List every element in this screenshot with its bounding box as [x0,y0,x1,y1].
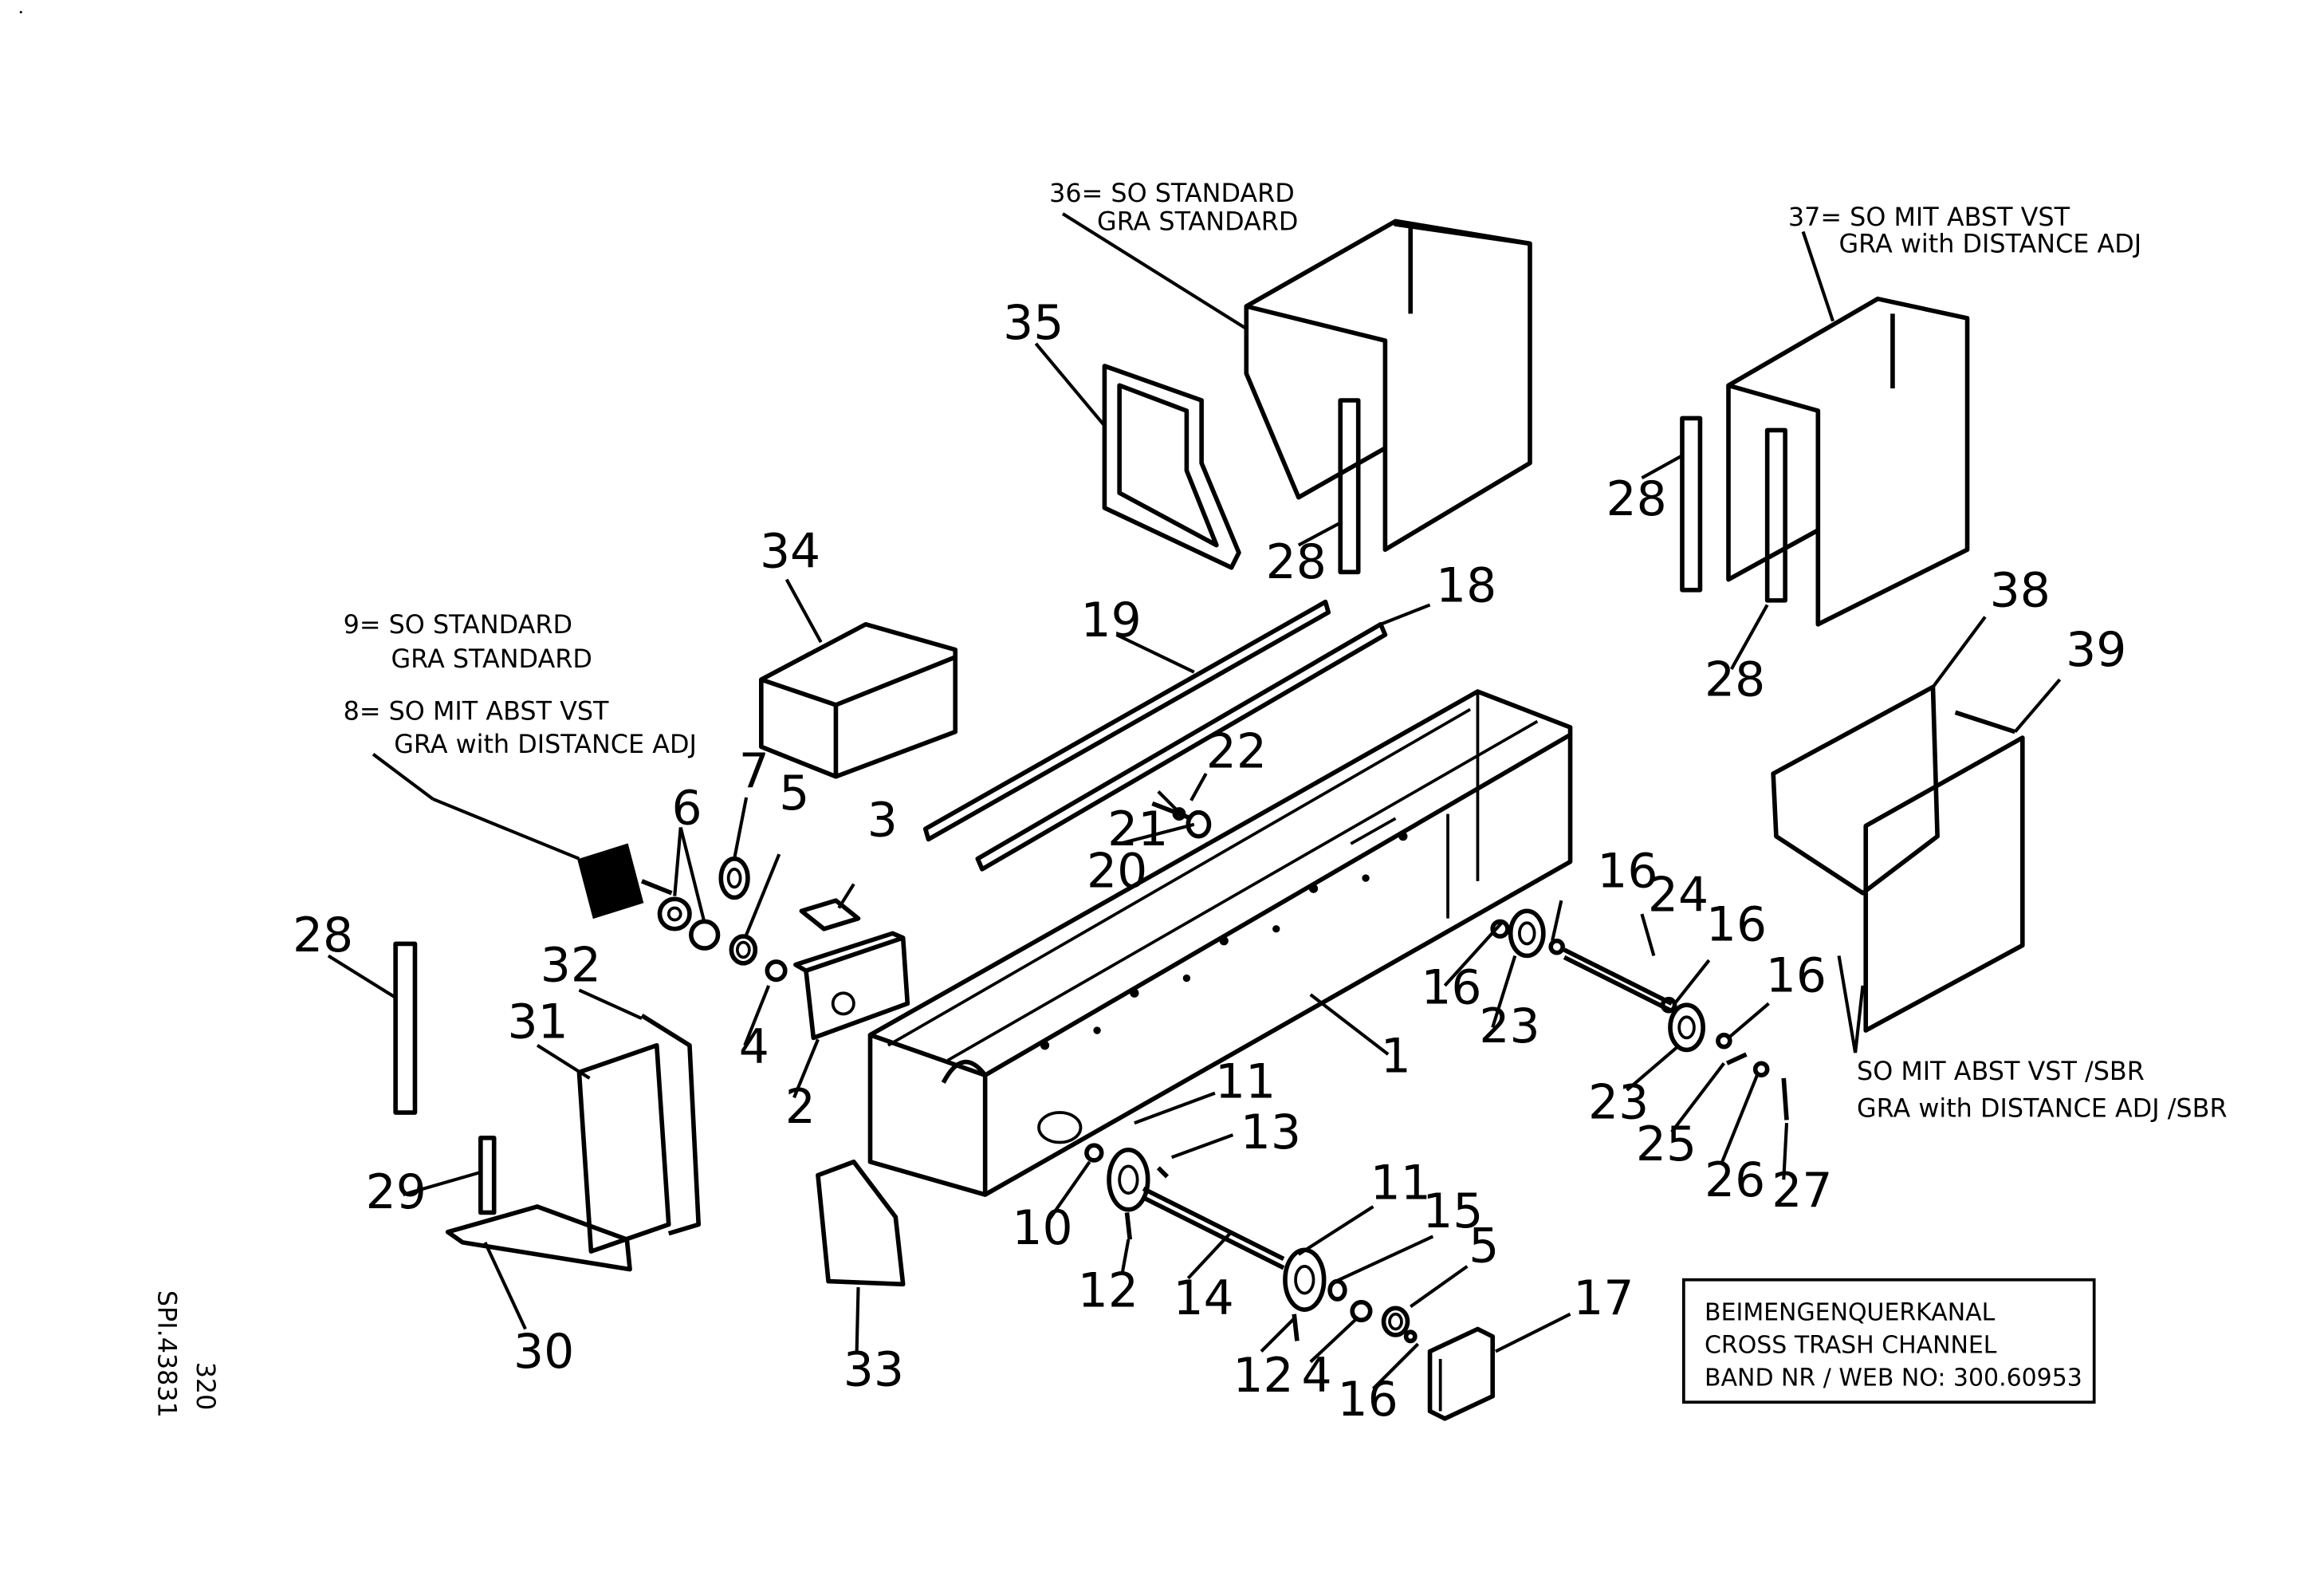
callout-23-b: 23 [1588,1075,1649,1131]
callout-2: 2 [785,1079,816,1135]
callout-14: 14 [1174,1270,1234,1326]
callout-26: 26 [1705,1152,1765,1208]
part-31-32-plates [576,1013,701,1254]
side-text: 320 SPI.43831 [151,1290,221,1418]
callout-28-center: 28 [1266,534,1327,590]
callout-29: 29 [366,1164,427,1220]
callout-15: 15 [1422,1183,1483,1239]
part-18-19-strips [922,599,1388,872]
callout-35: 35 [1003,295,1064,351]
callout-21: 21 [1107,801,1168,857]
callout-11-top: 11 [1215,1053,1276,1109]
callout-19: 19 [1080,593,1141,648]
callout-12-right: 12 [1233,1348,1293,1404]
callout-17: 17 [1573,1270,1634,1326]
note-8-line1: 8= SO MIT ABST VST [344,696,609,727]
callout-4-right: 4 [1302,1348,1332,1404]
title-block-frame [1681,1278,2096,1404]
callout-34: 34 [760,524,820,580]
part-3-plate [799,898,861,931]
part-38-39-panels [1771,684,2025,1033]
callout-24: 24 [1648,867,1709,923]
part-34-cover-box [759,622,958,779]
callout-12-left: 12 [1078,1262,1138,1318]
callout-31: 31 [508,994,568,1050]
part-2-bearing-block [793,931,910,1041]
part-35-frame [1102,364,1241,570]
variant-notes: 36= SO STANDARD GRA STANDARD 37= SO MIT … [344,178,2228,1124]
callout-33: 33 [843,1342,904,1398]
part-33-cover [816,1160,906,1287]
callout-11-bottom: 11 [1370,1156,1431,1211]
callout-39: 39 [2066,622,2126,678]
callout-22: 22 [1206,724,1267,780]
page-number: 320 [191,1362,221,1411]
note-37-line2: GRA with DISTANCE ADJ [1839,229,2142,259]
callout-16-d: 16 [1766,947,1827,1003]
callout-labels: 1 2 3 4 5 6 7 10 11 11 12 12 13 14 15 4 … [293,295,2126,1428]
callout-13: 13 [1241,1105,1301,1160]
callout-28-left: 28 [293,908,353,963]
part-36-housing [1244,219,1532,553]
corner-mark [19,10,22,14]
part-28-strips [393,398,1787,1115]
note-sbr-line2: GRA with DISTANCE ADJ /SBR [1857,1093,2228,1124]
drawing-number: SPI.43831 [151,1290,182,1418]
part-shaft-gears [1084,1143,1418,1344]
callout-18: 18 [1436,558,1496,614]
callout-4-left: 4 [739,1019,769,1075]
part-29-30-bracket [445,1136,632,1272]
callout-16-a: 16 [1421,959,1481,1015]
note-36-line2: GRA STANDARD [1097,207,1298,237]
callout-16-e: 16 [1337,1372,1398,1428]
callout-28-right-bottom: 28 [1705,652,1765,708]
callout-16-b: 16 [1597,843,1657,899]
callout-20: 20 [1087,843,1147,899]
callout-38: 38 [1990,562,2051,618]
callout-1: 1 [1381,1028,1411,1084]
title-block-line1: BEIMENGENQUERKANAL [1705,1298,1996,1326]
part-37-housing [1726,296,1970,627]
note-9-line1: 9= SO STANDARD [344,609,572,640]
callout-5-left: 5 [779,766,809,821]
callout-6: 6 [671,781,702,837]
part-8-9-drive-unit [577,843,673,920]
part-17-end-cap [1427,1326,1495,1421]
callout-7: 7 [739,743,769,799]
callout-25: 25 [1636,1116,1697,1172]
title-block-line3: BAND NR / WEB NO: 300.60953 [1705,1365,2082,1392]
part-right-shaft [1490,908,1789,1120]
callout-5-right: 5 [1469,1218,1499,1274]
part-1-main-channel [867,689,1573,1197]
note-sbr-line1: SO MIT ABST VST /SBR [1857,1056,2145,1086]
leader-lines [327,212,2062,1390]
note-8-line2: GRA with DISTANCE ADJ [394,729,697,759]
callout-23-a: 23 [1479,998,1540,1054]
note-36-line1: 36= SO STANDARD [1049,178,1295,208]
callout-27: 27 [1772,1163,1832,1219]
callout-28-right-top: 28 [1606,471,1666,527]
callout-32: 32 [541,937,601,993]
callout-30: 30 [513,1324,574,1380]
title-block: BEIMENGENQUERKANAL CROSS TRASH CHANNEL B… [1681,1278,2096,1404]
callout-3: 3 [867,793,898,849]
note-9-line2: GRA STANDARD [391,644,592,674]
note-37-line1: 37= SO MIT ABST VST [1788,202,2070,232]
callout-10: 10 [1012,1200,1072,1256]
callout-16-c: 16 [1706,897,1767,953]
title-block-line2: CROSS TRASH CHANNEL [1705,1331,1997,1359]
part-6-sprockets [657,896,721,951]
